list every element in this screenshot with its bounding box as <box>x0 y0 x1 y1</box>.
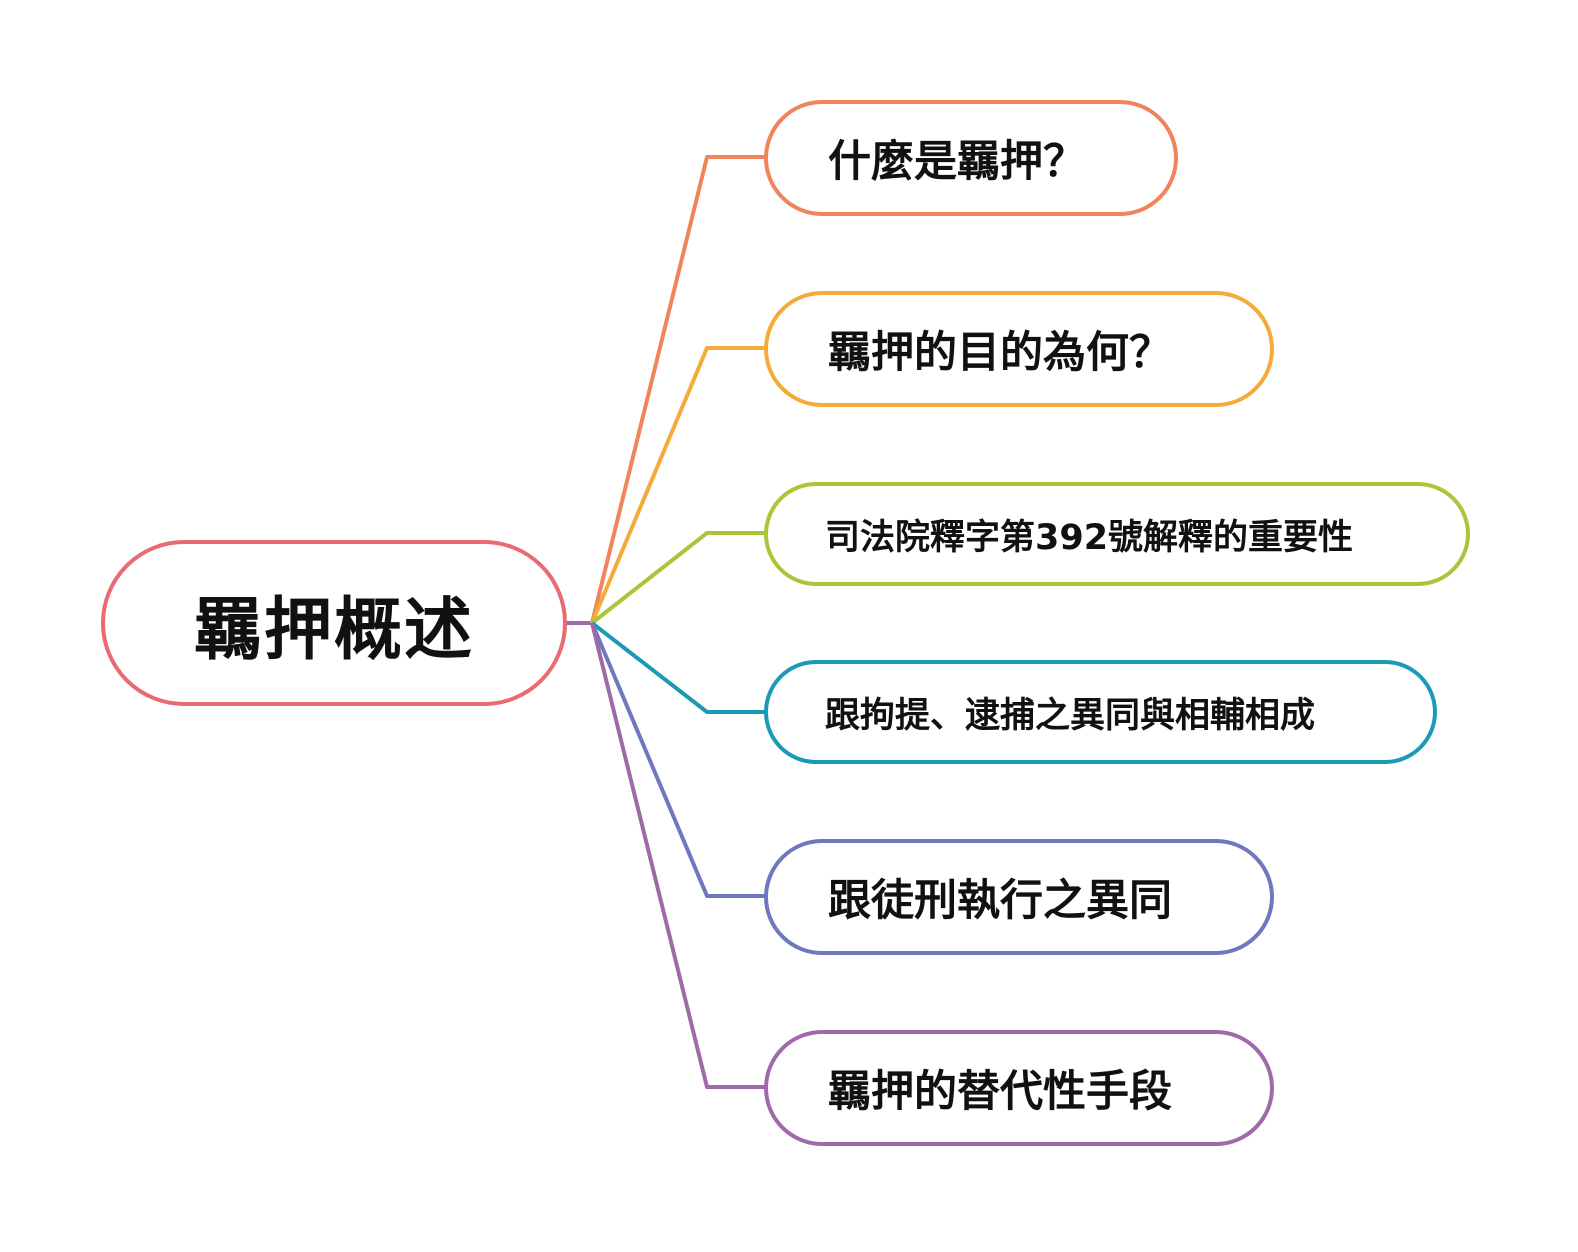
branch-node-interpretation-392: 司法院釋字第392號解釋的重要性 <box>764 482 1470 586</box>
connector-4 <box>590 621 766 714</box>
connector-3 <box>590 531 766 625</box>
root-node-label: 羈押概述 <box>193 590 474 670</box>
branch-node-label: 什麼是羈押？ <box>828 137 1086 187</box>
root-node: 羈押概述 <box>101 540 567 706</box>
branch-node-alternatives: 羈押的替代性手段 <box>764 1030 1274 1146</box>
connector-1 <box>590 155 766 624</box>
branch-node-label: 羈押的目的為何？ <box>828 328 1172 378</box>
branch-node-label: 羈押的替代性手段 <box>828 1067 1172 1117</box>
branch-node-purpose: 羈押的目的為何？ <box>764 291 1274 407</box>
connector-2 <box>590 346 766 624</box>
branch-node-label: 跟拘提、逮捕之異同與相輔相成 <box>825 695 1316 736</box>
connector-5 <box>590 622 766 898</box>
branch-node-label: 跟徒刑執行之異同 <box>828 876 1172 926</box>
branch-node-vs-imprisonment: 跟徒刑執行之異同 <box>764 839 1274 955</box>
branch-node-vs-arrest: 跟拘提、逮捕之異同與相輔相成 <box>764 660 1437 764</box>
connector-6 <box>590 622 766 1089</box>
branch-node-label: 司法院釋字第392號解釋的重要性 <box>825 517 1354 558</box>
branch-node-what-is-detention: 什麼是羈押？ <box>764 100 1178 216</box>
